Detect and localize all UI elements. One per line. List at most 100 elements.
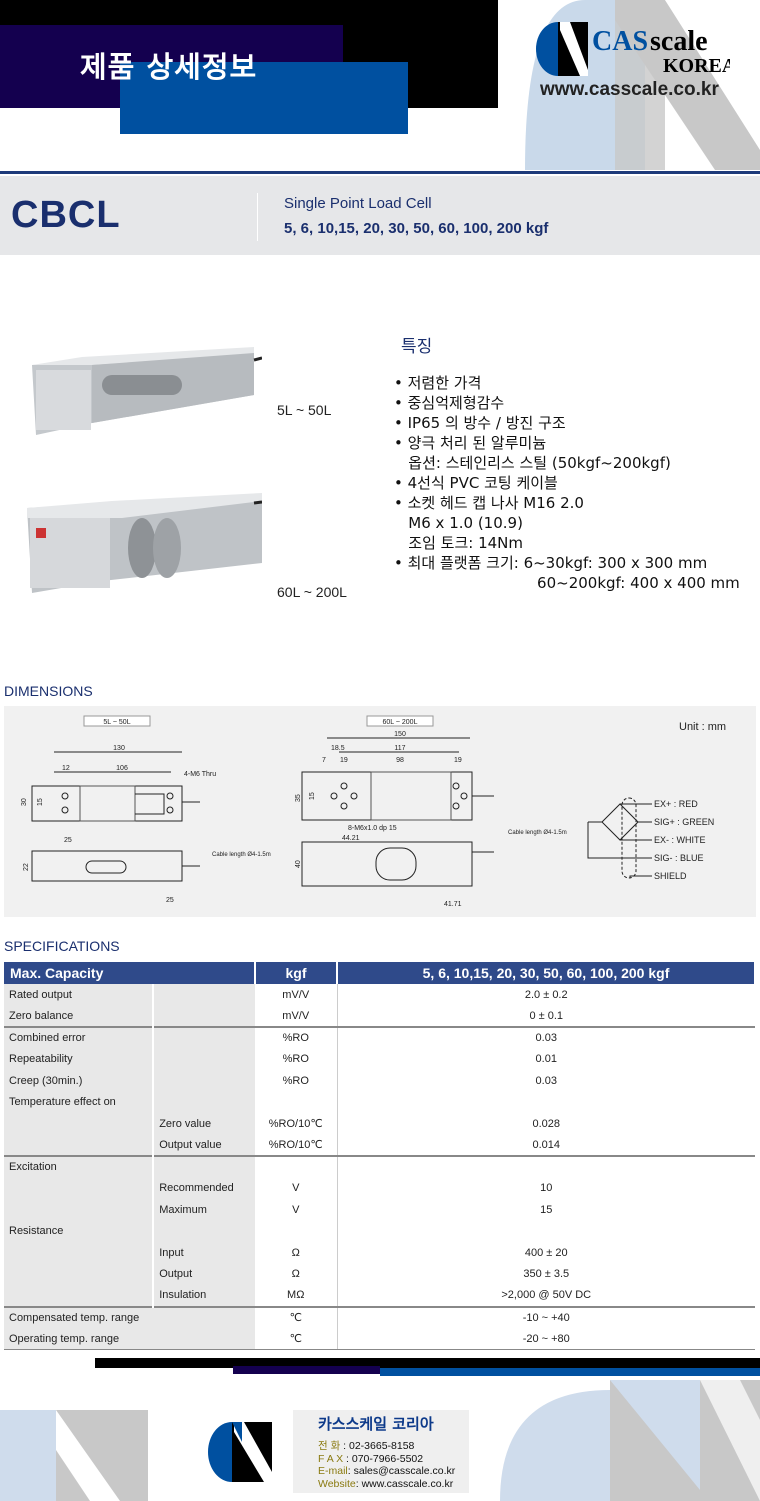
table-header-row: Max. Capacity kgf 5, 6, 10,15, 20, 30, 5… [4, 962, 756, 984]
svg-text:CAS: CAS [592, 26, 648, 57]
header-decoration [515, 0, 760, 170]
spec-sub [152, 1091, 255, 1113]
dim: 130 [113, 745, 125, 752]
spec-unit: V [255, 1177, 338, 1199]
spec-value: 350 ± 3.5 [523, 1268, 570, 1281]
table-row: Repeatability %RO 0.01 [4, 1048, 755, 1070]
spec-value: 400 ± 20 [524, 1246, 568, 1259]
spec-value: 15 [540, 1203, 553, 1216]
svg-text:KOREA: KOREA [663, 55, 730, 76]
footer-stripe [95, 1358, 760, 1368]
spec-unit: %RO [255, 1048, 338, 1070]
spec-label [4, 1199, 154, 1221]
load-cell-image-small [22, 335, 263, 450]
spec-label [4, 1134, 154, 1156]
feature-item: • 4선식 PVC 코팅 케이블 [394, 474, 558, 492]
dim: 150 [394, 731, 406, 738]
contact-line: E-mail: sales@casscale.co.kr [318, 1465, 469, 1478]
spec-unit: ℃ [255, 1328, 338, 1350]
dim: 117 [394, 745, 405, 752]
spec-sub: Output [152, 1263, 255, 1285]
spec-unit [255, 1155, 338, 1178]
contact-value[interactable]: : www.casscale.co.kr [355, 1477, 454, 1490]
dim: 19 [454, 757, 462, 764]
dim: 98 [396, 757, 404, 764]
feature-item: 60~200kgf: 400 x 400 mm [394, 574, 740, 592]
spec-sub [152, 984, 255, 1006]
spec-label: Excitation [4, 1155, 154, 1178]
dim: 41.71 [444, 901, 462, 908]
spec-value: 0.01 [535, 1053, 557, 1066]
spec-label: Rated output [4, 984, 154, 1006]
spec-unit: MΩ [255, 1285, 338, 1307]
table-row: Compensated temp. range℃-10 ~ +40 [4, 1305, 755, 1328]
contact-value: : 070-7966-5502 [343, 1452, 424, 1465]
dim: 15 [309, 792, 316, 800]
spec-label: Creep (30min.) [4, 1070, 154, 1092]
spec-unit [255, 1091, 338, 1113]
table-row: Operating temp. range℃-20 ~ +80 [4, 1328, 755, 1350]
image-label: 5L ~ 50L [277, 402, 332, 418]
spec-value: 0.028 [532, 1117, 561, 1130]
spec-unit: mV/V [255, 1005, 338, 1027]
website-url[interactable]: www.casscale.co.kr [540, 79, 719, 100]
dim: 18.5 [331, 745, 345, 752]
feature-item: 조임 토크: 14Nm [394, 534, 524, 552]
spec-sub: Input [152, 1242, 255, 1264]
feature-item: • 소켓 헤드 캡 나사 M16 2.0 [394, 494, 584, 512]
spec-value: -10 ~ +40 [337, 1305, 755, 1328]
spec-value: 0.014 [532, 1138, 561, 1151]
footer-decoration [0, 1380, 760, 1501]
dim: 25 [166, 897, 174, 904]
spec-value: 10 [540, 1182, 553, 1195]
dimensions-title: DIMENSIONS [4, 683, 93, 699]
spec-sub [152, 1155, 255, 1178]
feature-item: M6 x 1.0 (10.9) [394, 514, 523, 532]
spec-unit: Ω [255, 1242, 338, 1264]
table-row: Temperature effect on [4, 1091, 755, 1114]
unit-label: Unit : mm [679, 721, 726, 733]
spec-unit: %RO/10℃ [255, 1134, 338, 1156]
spec-unit: mV/V [255, 984, 338, 1006]
spec-sub: Zero value [152, 1113, 255, 1135]
product-band [0, 176, 760, 255]
spec-value: 0.03 [535, 1074, 557, 1087]
contact-key: 전 화 [318, 1440, 341, 1452]
feature-item: • 최대 플랫폼 크기: 6~30kgf: 300 x 300 mm [394, 554, 708, 572]
contact-value[interactable]: : sales@casscale.co.kr [347, 1465, 456, 1477]
spec-unit: %RO [255, 1070, 338, 1092]
header-capacity: Max. Capacity [4, 962, 256, 984]
spec-label [4, 1263, 154, 1285]
spec-sub: Maximum [152, 1199, 255, 1221]
dim: 40 [295, 860, 302, 868]
wire-label: SIG+ : GREEN [654, 817, 714, 827]
cable-note: Cable length Ø4-1.5m [508, 830, 567, 836]
table-row: Resistance [4, 1220, 755, 1242]
dim: 22 [23, 863, 30, 871]
spec-value [337, 1155, 755, 1178]
load-cell-image-large [22, 493, 263, 608]
product-capacities: 5, 6, 10,15, 20, 30, 50, 60, 100, 200 kg… [284, 220, 549, 237]
dim: 12 [62, 765, 70, 772]
spec-label: Repeatability [4, 1048, 154, 1070]
header-unit: kgf [255, 962, 338, 984]
divider [257, 193, 258, 241]
table-row: Excitation [4, 1155, 755, 1178]
feature-item: • IP65 의 방수 / 방진 구조 [394, 414, 566, 432]
contact-line: 전 화 : 02-3665-8158 [318, 1440, 469, 1453]
spec-sub: Insulation [152, 1285, 255, 1307]
spec-value [337, 1092, 755, 1114]
page-title: 제품 상세정보 [80, 50, 258, 84]
spec-label: Combined error [4, 1026, 154, 1049]
spec-label: Zero balance [4, 1005, 154, 1027]
spec-label [4, 1285, 154, 1307]
